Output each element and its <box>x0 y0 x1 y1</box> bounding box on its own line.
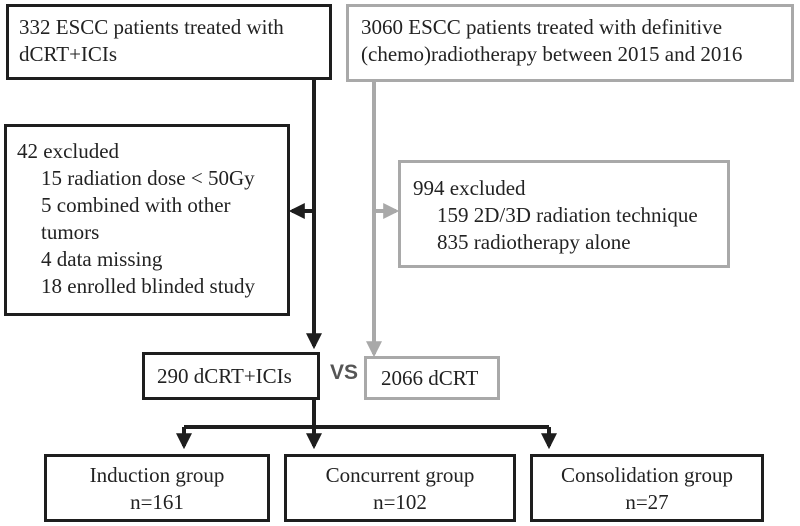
cohort-dcrt-ici-box: 290 dCRT+ICIs <box>142 352 320 400</box>
excluded-right-item: 835 radiotherapy alone <box>437 230 631 254</box>
excluded-left-item: 15 radiation dose < 50Gy <box>41 166 255 190</box>
excluded-right-item: 159 2D/3D radiation technique <box>437 203 698 227</box>
source-a-line2: dCRT+ICIs <box>19 42 118 66</box>
source-a-line1: 332 ESCC patients treated with <box>19 15 284 39</box>
group-name: Concurrent group <box>325 463 475 487</box>
group-consolidation-box: Consolidation group n=27 <box>530 454 764 522</box>
group-count: n=161 <box>130 490 184 514</box>
group-induction-box: Induction group n=161 <box>44 454 270 522</box>
cohort-dcrt-box: 2066 dCRT <box>364 356 500 400</box>
excluded-right-box: 994 excluded 159 2D/3D radiation techniq… <box>398 160 730 268</box>
source-b-line2: (chemo)radiotherapy between 2015 and 201… <box>361 42 743 66</box>
excluded-right-title: 994 excluded <box>413 176 526 200</box>
group-name: Consolidation group <box>560 463 734 487</box>
excluded-left-box: 42 excluded 15 radiation dose < 50Gy 5 c… <box>4 124 290 316</box>
source-dcrt-box: 3060 ESCC patients treated with definiti… <box>346 4 794 82</box>
excluded-left-item: 4 data missing <box>41 247 163 271</box>
cohort-a-label: 290 dCRT+ICIs <box>157 364 292 388</box>
excluded-left-title: 42 excluded <box>17 139 120 163</box>
versus-label: VS <box>330 361 359 384</box>
group-concurrent-box: Concurrent group n=102 <box>284 454 516 522</box>
cohort-b-label: 2066 dCRT <box>381 366 479 390</box>
group-count: n=102 <box>373 490 427 514</box>
source-dcrt-ici-box: 332 ESCC patients treated with dCRT+ICIs <box>6 4 332 80</box>
excluded-left-item: tumors <box>41 220 100 244</box>
group-name: Induction group <box>89 463 225 487</box>
excluded-left-item: 5 combined with other <box>41 193 231 217</box>
excluded-left-item: 18 enrolled blinded study <box>41 274 256 298</box>
group-count: n=27 <box>625 490 669 514</box>
source-b-line1: 3060 ESCC patients treated with definiti… <box>361 15 723 39</box>
